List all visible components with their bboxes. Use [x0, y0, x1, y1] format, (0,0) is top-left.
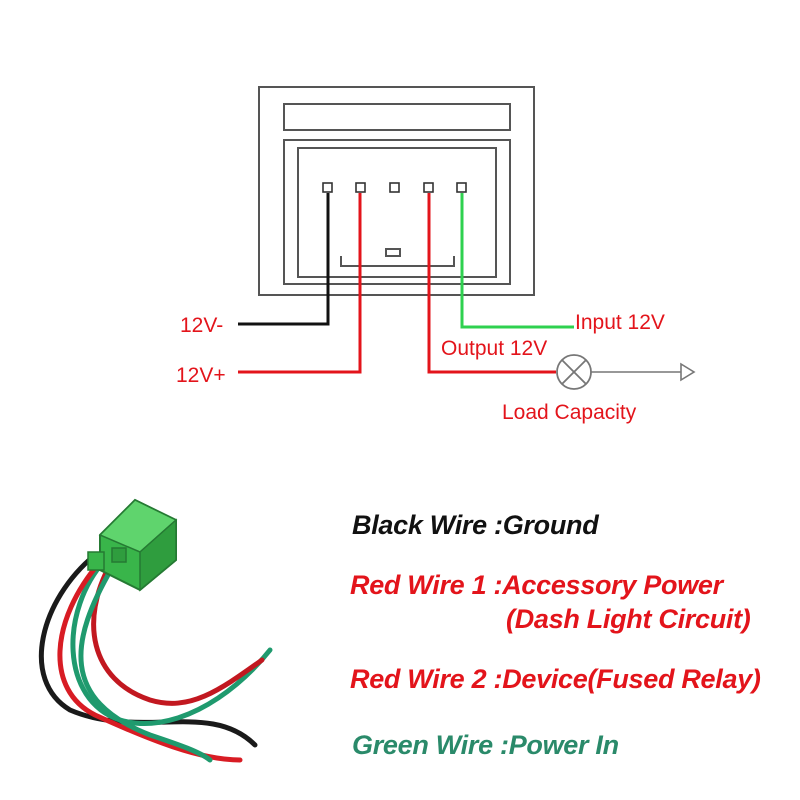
red-wire-2: [427, 193, 556, 374]
pin-4: [423, 182, 434, 193]
green-wire: [460, 193, 574, 329]
arrow-icon: [680, 362, 696, 382]
pin-1: [322, 182, 333, 193]
label-input-12v: Input 12V: [575, 311, 665, 334]
wire-harness-icon: [38, 498, 273, 763]
pin-3: [389, 182, 400, 193]
red-wire-1: [238, 193, 362, 374]
switch-pins: [322, 182, 467, 193]
pin-5: [456, 182, 467, 193]
black-wire: [238, 193, 330, 326]
pin-2: [355, 182, 366, 193]
label-12v-neg: 12V-: [180, 314, 223, 337]
switch-housing: [258, 86, 535, 296]
label-12v-pos: 12V+: [176, 364, 226, 387]
label-output-12v: Output 12V: [441, 337, 547, 360]
lamp-icon: [556, 354, 592, 390]
label-load-capacity: Load Capacity: [502, 401, 637, 424]
